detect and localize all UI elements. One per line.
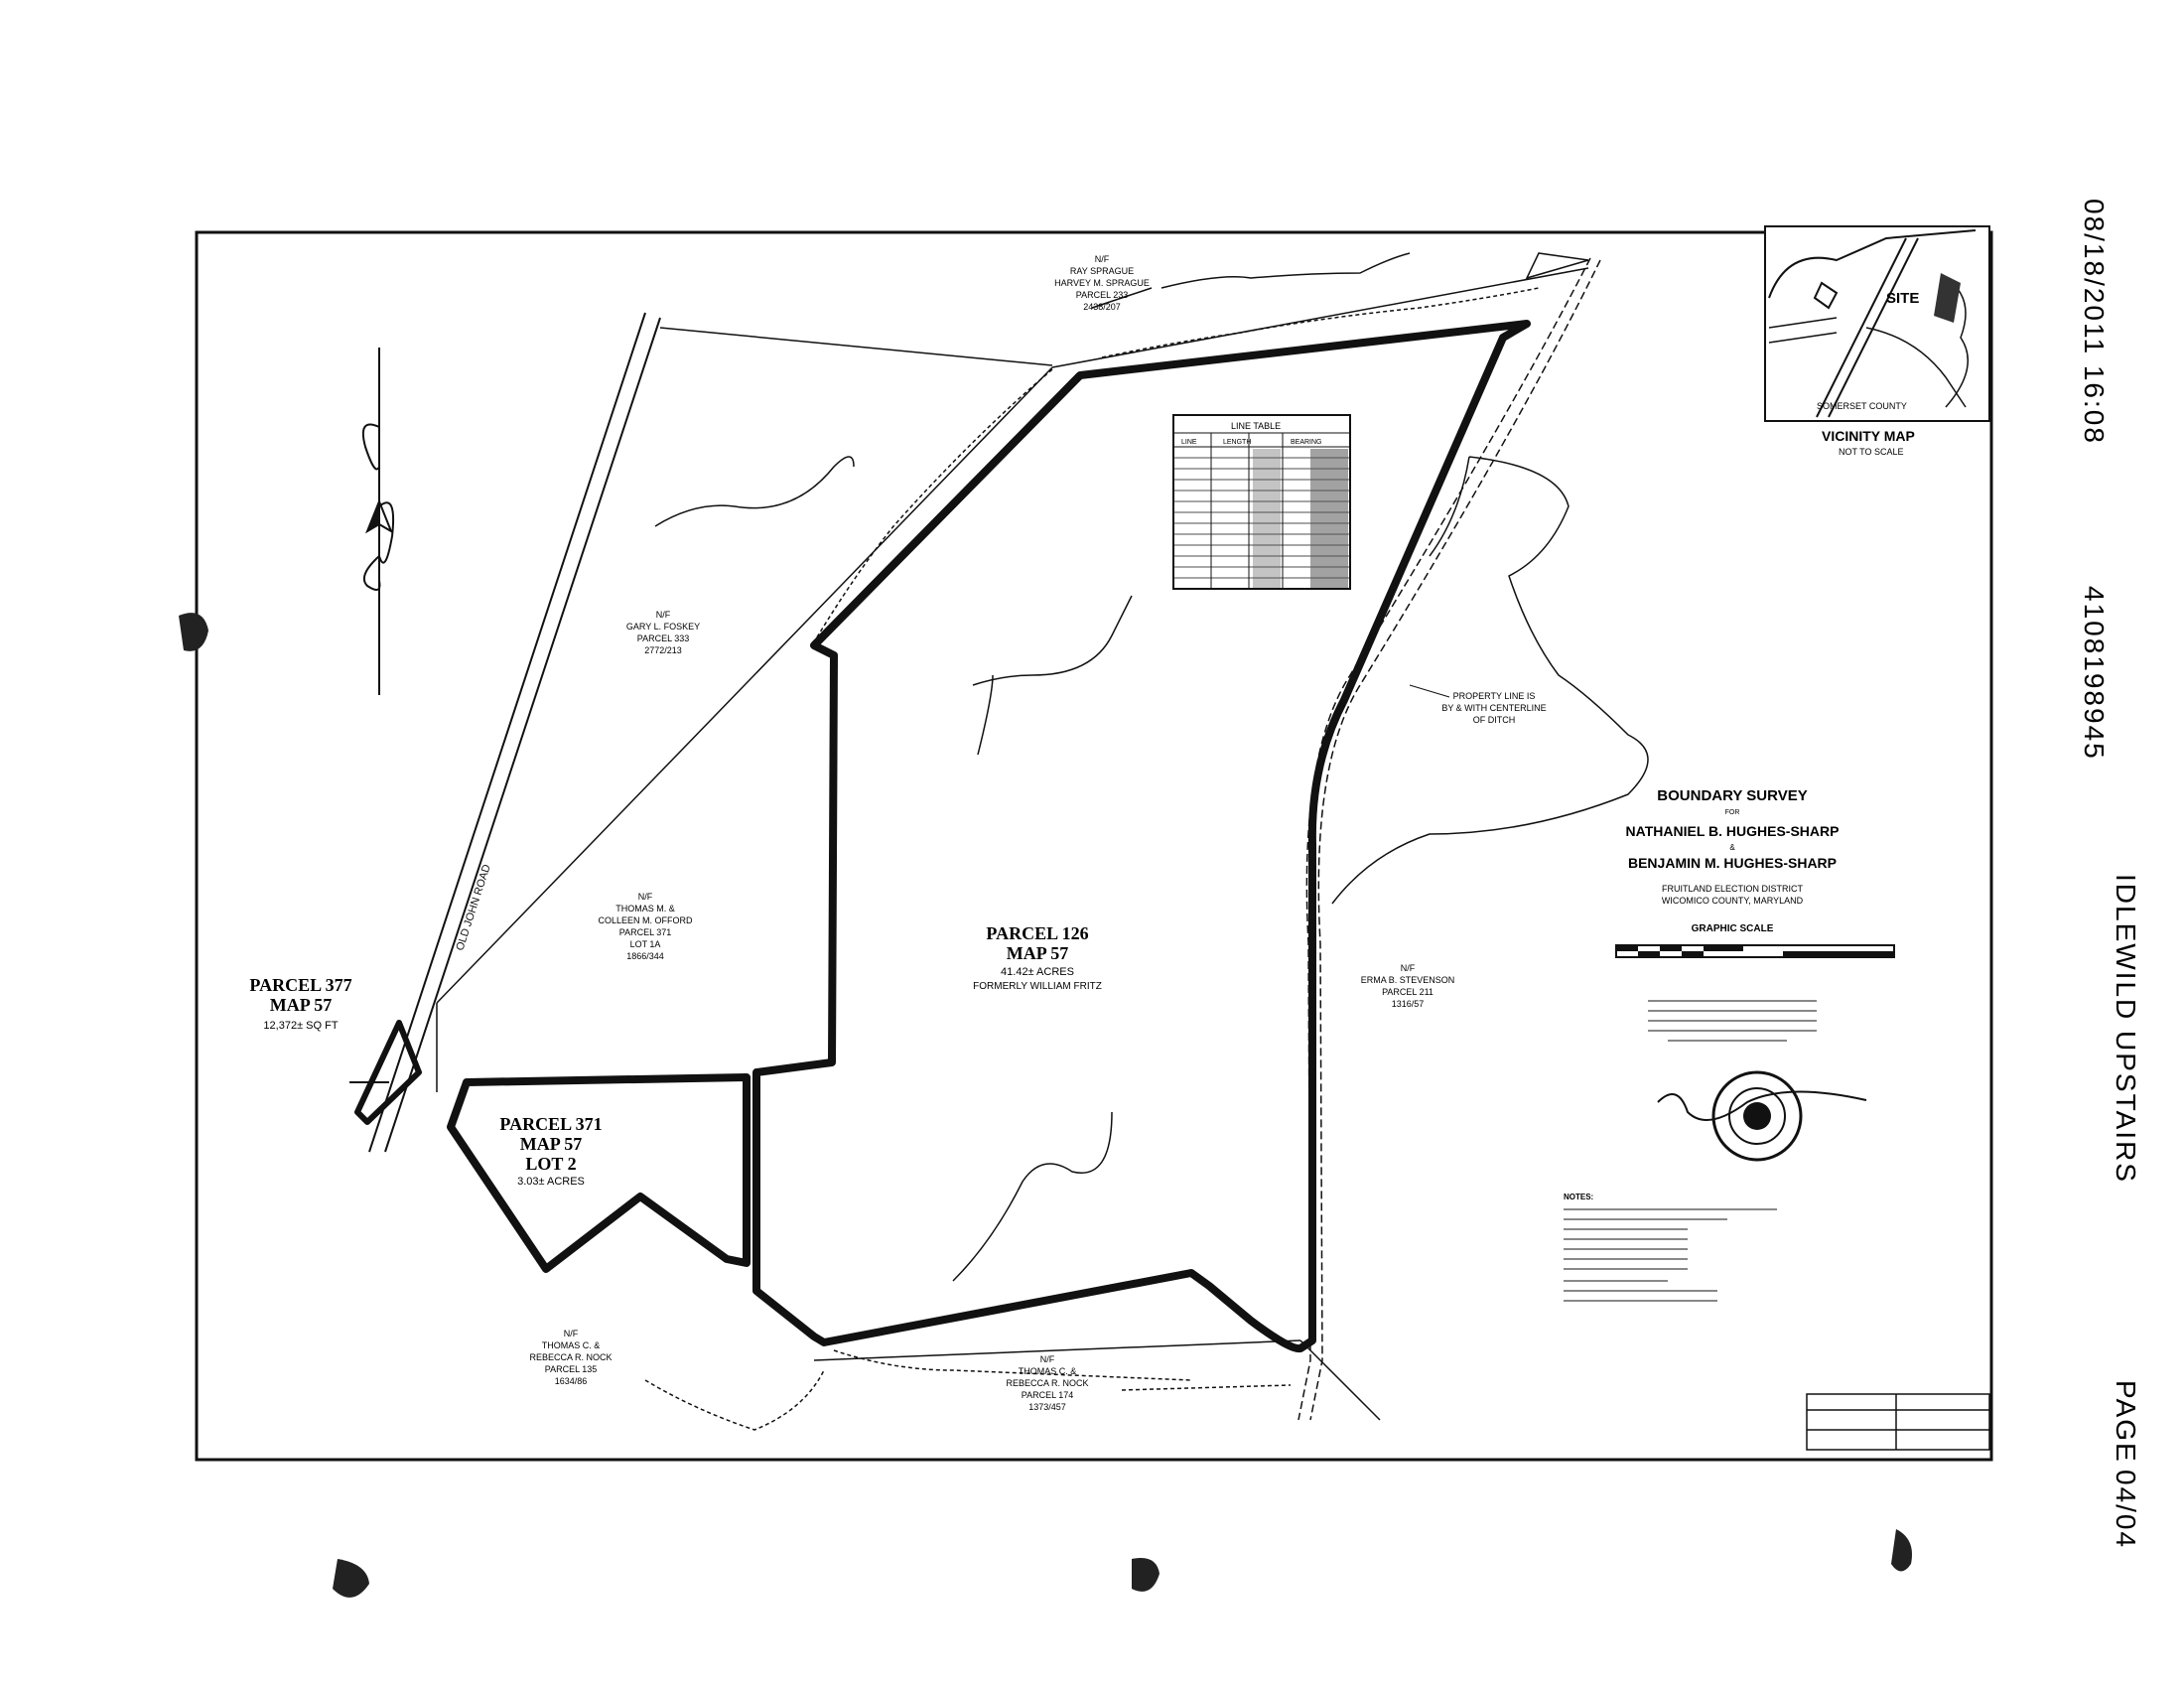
svg-text:GARY L. FOSKEY: GARY L. FOSKEY [626, 622, 700, 632]
notes-title: NOTES: [1564, 1193, 1593, 1201]
svg-text:OF DITCH: OF DITCH [1473, 715, 1516, 725]
neighbor-south-west: N/F THOMAS C. & REBECCA R. NOCK PARCEL 1… [529, 1329, 612, 1386]
svg-text:THOMAS C. &: THOMAS C. & [1019, 1366, 1077, 1376]
old-john-road: OLD JOHN ROAD [368, 312, 661, 1153]
svg-text:1634/86: 1634/86 [555, 1376, 588, 1386]
svg-text:PROPERTY LINE IS: PROPERTY LINE IS [1453, 691, 1536, 701]
neighbor-nw: N/F GARY L. FOSKEY PARCEL 333 2772/213 [626, 610, 700, 655]
svg-text:REBECCA R. NOCK: REBECCA R. NOCK [529, 1352, 612, 1362]
svg-text:REBECCA R. NOCK: REBECCA R. NOCK [1006, 1378, 1088, 1388]
svg-text:N/F: N/F [638, 892, 653, 902]
svg-text:N/F: N/F [1401, 963, 1416, 973]
scan-artifacts [179, 613, 1912, 1598]
vicinity-title: VICINITY MAP [1822, 428, 1915, 444]
survey-and: & [1729, 843, 1735, 852]
sheet-border [195, 230, 1993, 1462]
title-block: BOUNDARY SURVEY FOR NATHANIEL B. HUGHES-… [1626, 787, 1840, 934]
svg-text:N/F: N/F [656, 610, 671, 620]
neighbor-south: N/F THOMAS C. & REBECCA R. NOCK PARCEL 1… [1006, 1354, 1088, 1412]
fax-number: 4108198945 [2079, 586, 2110, 761]
svg-text:1316/57: 1316/57 [1392, 999, 1425, 1009]
ditch-note: PROPERTY LINE IS BY & WITH CENTERLINE OF… [1441, 691, 1546, 725]
surveyor-block [1648, 1000, 1817, 1042]
vicinity-map: SITE SOMERSET COUNTY VICINITY MAP NOT TO… [1764, 225, 1990, 457]
p126-former: FORMERLY WILLIAM FRITZ [973, 981, 1102, 992]
svg-text:LOT 1A: LOT 1A [630, 939, 661, 949]
svg-text:N/F: N/F [1040, 1354, 1055, 1364]
p377-map: MAP 57 [270, 995, 333, 1015]
svg-text:COLLEEN M. OFFORD: COLLEEN M. OFFORD [598, 915, 693, 925]
p371-map: MAP 57 [520, 1134, 583, 1154]
survey-owner-1: NATHANIEL B. HUGHES-SHARP [1626, 823, 1840, 839]
svg-text:1373/457: 1373/457 [1028, 1402, 1066, 1412]
svg-text:RAY SPRAGUE: RAY SPRAGUE [1070, 266, 1134, 276]
vicinity-site-label: SITE [1886, 290, 1919, 307]
p371-acres: 3.03± ACRES [517, 1176, 585, 1188]
svg-text:PARCEL 233: PARCEL 233 [1076, 290, 1129, 300]
line-table-title: LINE TABLE [1231, 421, 1281, 431]
fax-header: 08/18/2011 16:08 4108198945 IDLEWILD UPS… [2079, 199, 2141, 1549]
neighbor-east: N/F ERMA B. STEVENSON PARCEL 211 1316/57 [1361, 963, 1455, 1009]
surveyor-seal [1657, 1070, 1867, 1162]
vicinity-county-label: SOMERSET COUNTY [1817, 401, 1907, 411]
svg-text:N/F: N/F [564, 1329, 579, 1338]
parcel-377-boundary [354, 1020, 422, 1125]
svg-text:ERMA B. STEVENSON: ERMA B. STEVENSON [1361, 975, 1455, 985]
p371-lot: LOT 2 [525, 1154, 576, 1174]
svg-text:PARCEL 135: PARCEL 135 [545, 1364, 598, 1374]
svg-text:N/F: N/F [1095, 254, 1110, 264]
p377-area: 12,372± SQ FT [263, 1020, 338, 1032]
adjoining-lines [436, 252, 1589, 1421]
p371-name: PARCEL 371 [499, 1114, 602, 1134]
svg-text:THOMAS M. &: THOMAS M. & [615, 904, 675, 914]
svg-text:1866/344: 1866/344 [626, 951, 664, 961]
line-table: LINE TABLE LINE LENGTH BEARING [1172, 414, 1351, 590]
graphic-scale-label: GRAPHIC SCALE [1692, 923, 1774, 934]
fax-site: IDLEWILD UPSTAIRS [2111, 874, 2141, 1184]
fax-page-label: PAGE [2111, 1380, 2141, 1464]
svg-text:BY & WITH CENTERLINE: BY & WITH CENTERLINE [1441, 703, 1546, 713]
line-table-header-line: LINE [1181, 439, 1197, 446]
neighbor-north: N/F RAY SPRAGUE HARVEY M. SPRAGUE PARCEL… [1054, 254, 1150, 312]
neighbor-mid-west: N/F THOMAS M. & COLLEEN M. OFFORD PARCEL… [598, 892, 693, 961]
tree-lines [644, 287, 1540, 1431]
svg-text:PARCEL 333: PARCEL 333 [637, 633, 690, 643]
line-table-header-bearing: BEARING [1291, 439, 1322, 446]
contour-lines [654, 252, 1649, 1282]
svg-text:THOMAS C. &: THOMAS C. & [542, 1340, 601, 1350]
svg-text:PARCEL 174: PARCEL 174 [1022, 1390, 1074, 1400]
vicinity-subtitle: NOT TO SCALE [1839, 447, 1904, 457]
svg-text:HARVEY M. SPRAGUE: HARVEY M. SPRAGUE [1054, 278, 1150, 288]
svg-text:PARCEL 371: PARCEL 371 [619, 927, 672, 937]
north-arrow [361, 348, 395, 695]
svg-text:2772/213: 2772/213 [644, 645, 682, 655]
parcel-371-label: PARCEL 371 MAP 57 LOT 2 3.03± ACRES [499, 1114, 602, 1188]
survey-for: FOR [1725, 809, 1740, 816]
p377-name: PARCEL 377 [249, 975, 351, 995]
parcel-126-label: PARCEL 126 MAP 57 41.42± ACRES FORMERLY … [973, 923, 1102, 992]
parcel-377-label: PARCEL 377 MAP 57 12,372± SQ FT [249, 975, 351, 1032]
fax-page-number: 04/04 [2111, 1470, 2141, 1549]
notes-block: NOTES: [1564, 1193, 1777, 1302]
parcel-371-boundary [447, 1073, 751, 1273]
p126-acres: 41.42± ACRES [1001, 966, 1074, 978]
survey-district: FRUITLAND ELECTION DISTRICT [1662, 884, 1804, 894]
graphic-scale-bar [1615, 944, 1895, 958]
svg-text:2438/207: 2438/207 [1083, 302, 1121, 312]
survey-owner-2: BENJAMIN M. HUGHES-SHARP [1628, 855, 1837, 871]
p126-map: MAP 57 [1007, 943, 1069, 963]
fax-timestamp: 08/18/2011 16:08 [2079, 199, 2110, 445]
survey-county: WICOMICO COUNTY, MARYLAND [1662, 896, 1804, 906]
survey-title: BOUNDARY SURVEY [1657, 787, 1807, 804]
line-table-header-length: LENGTH [1223, 439, 1251, 446]
revision-block [1806, 1393, 1990, 1451]
p126-name: PARCEL 126 [986, 923, 1088, 943]
svg-text:PARCEL 211: PARCEL 211 [1382, 987, 1433, 997]
parcel-126-boundary [752, 320, 1531, 1353]
